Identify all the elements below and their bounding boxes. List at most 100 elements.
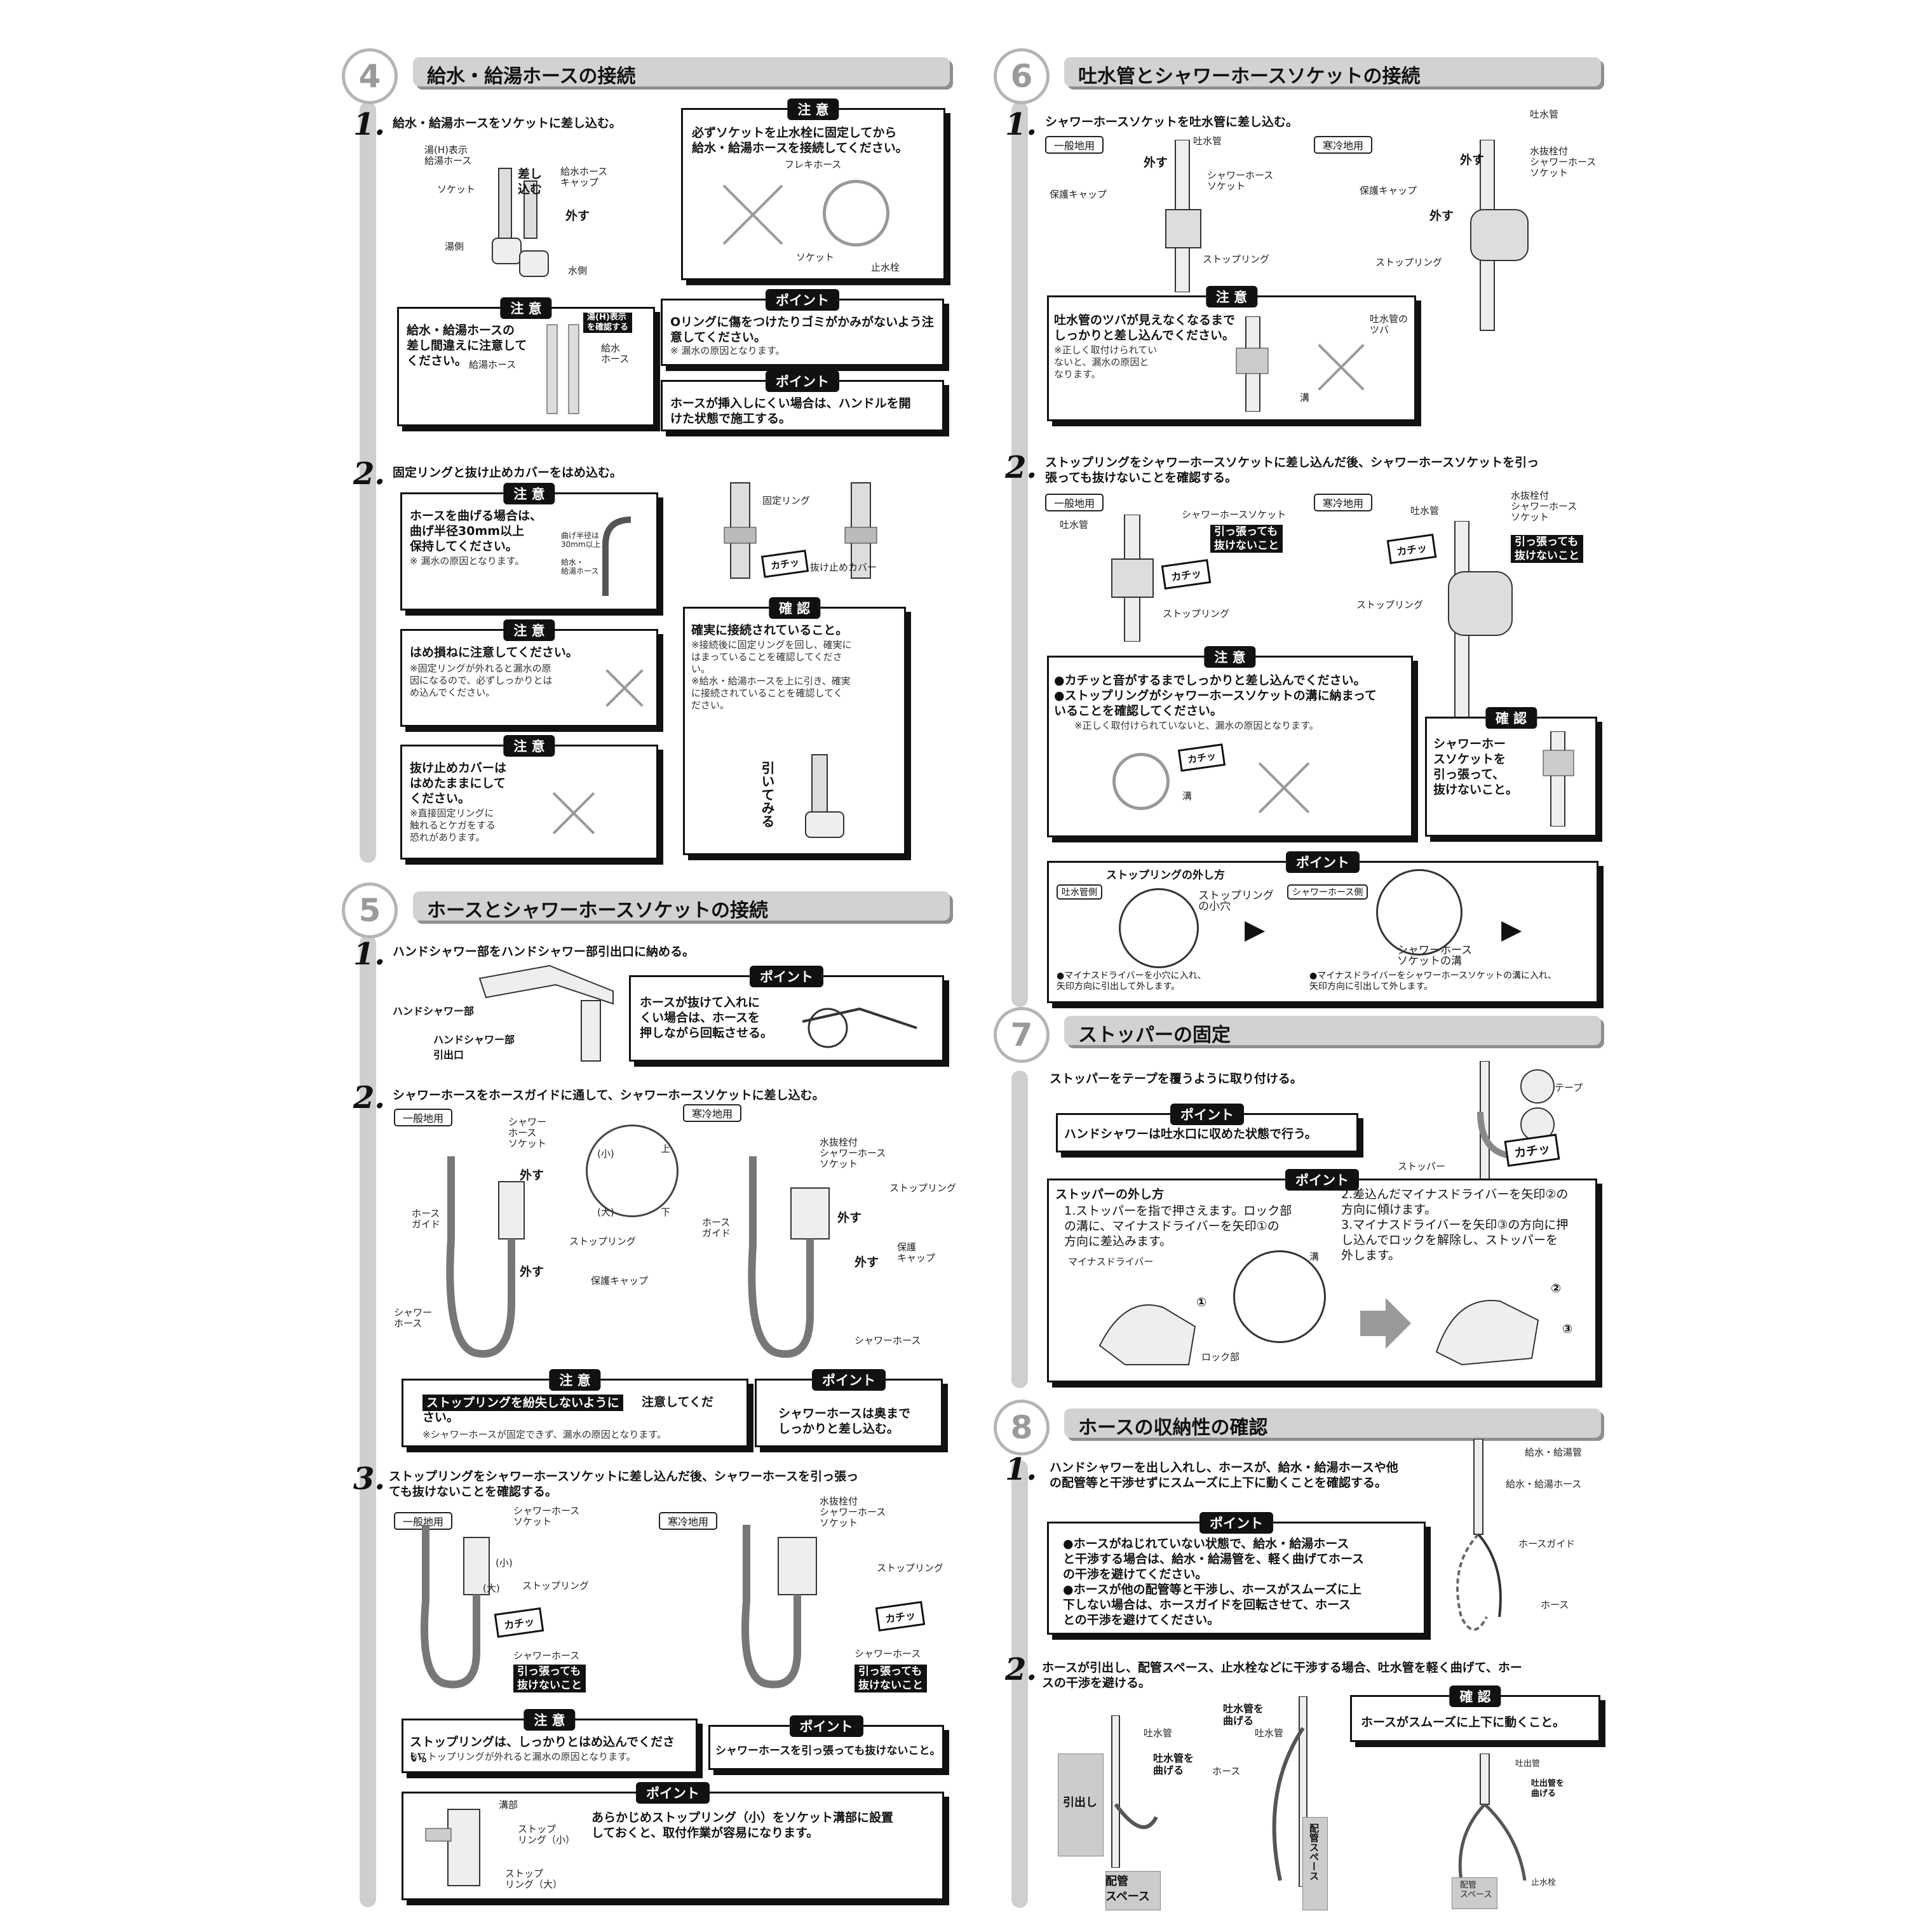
label-guide-8: ホースガイド	[1518, 1538, 1576, 1550]
point-text: あらかじめストップリング（小）をソケット溝部に設置 しておくと、取付作業が容易に…	[591, 1811, 894, 1840]
caution-note: ※正しく取付けられていないと、漏水の原因となります。	[1074, 720, 1319, 731]
confirm-badge: 確 認	[1449, 1685, 1501, 1707]
label-pipe: 給水・給湯管	[1525, 1447, 1583, 1458]
label-bend-8b: 吐水管を 曲げる	[1223, 1703, 1264, 1727]
wrong-mark	[721, 173, 785, 256]
point-badge: ポイント	[750, 966, 823, 987]
s4-caution-cover: 注 意 抜け止めカバーは はめたままにして ください。 ※直接固定リングに 触れ…	[400, 735, 658, 860]
label-ring-6c: ストップリング	[1163, 608, 1230, 619]
label-ring: ストップリング	[569, 1236, 637, 1247]
hose-socket-illustration	[489, 156, 565, 283]
s8-step2-number: 2.	[1005, 1652, 1037, 1687]
pull-note-6: 引っ張っても 抜けないこと	[1210, 525, 1283, 553]
confirm-text: 確実に接続されていること。	[691, 623, 848, 637]
label-ring-large: ストップ リング（大）	[505, 1868, 563, 1890]
s5-step2-text: シャワーホースをホースガイドに通して、シャワーホースソケットに差し込む。	[393, 1088, 825, 1102]
label-drain-socket-3: 水抜栓付 シャワーホース ソケット	[820, 1496, 886, 1529]
tag-cold-6b: 寒冷地用	[1314, 494, 1373, 511]
section-4-number: 4	[342, 48, 398, 104]
label-hot-side: 湯側	[445, 241, 464, 252]
label-pipe-space-2: 配管スペース	[1308, 1823, 1320, 1881]
confirm-text: シャワーホー スソケットを 引っ張って、 抜けないこと。	[1433, 737, 1518, 797]
shower-hose-cold-drawing	[748, 1156, 830, 1358]
section-7-number: 7	[994, 1007, 1050, 1063]
section-7-title: ストッパーの固定	[1078, 1024, 1231, 1046]
label-drawer: 引出し	[1063, 1796, 1097, 1809]
tag-general: 一般地用	[394, 1109, 453, 1126]
s8-step1-number: 1.	[1005, 1452, 1037, 1487]
caution-text: ストップリングは、しっかりとはめ込んでください。	[410, 1735, 675, 1764]
s4-caution-mixup: 注 意 給水・給湯ホースの 差し間違えに注意して ください。 湯(H)表示 を確…	[397, 297, 655, 426]
s5-point-pull: ポイント シャワーホースを引っ張っても抜けないこと。	[708, 1715, 944, 1770]
point-text: ハンドシャワーは吐水口に収めた状態で行う。	[1064, 1127, 1317, 1141]
groove-drawing	[425, 1809, 480, 1886]
hose-pair-drawing	[546, 324, 579, 414]
pull-note: 引っ張っても 抜けないこと	[513, 1665, 586, 1692]
point-text: ホースが抜けて入れに くい場合は、ホースを 押しながら回転させる。	[640, 996, 773, 1040]
section-4-header: 給水・給湯ホースの接続	[413, 57, 950, 88]
label-bend-8: 吐水管を 曲げる	[1153, 1752, 1194, 1776]
label-large: (大)	[597, 1206, 614, 1218]
correct-mark	[823, 180, 889, 247]
caution-note: ※正しく取付けられてい ないと、漏水の原因と なります。	[1054, 344, 1158, 380]
point-left-steps: 1.ストッパーを指で押さえます。ロック部 の溝に、マイナスドライバーを矢印①の …	[1064, 1204, 1292, 1248]
point-heading: ストップリングの外し方	[1106, 869, 1225, 882]
hand-shower-drawing	[478, 964, 614, 1062]
caution-note: ※固定リングが外れると漏水の原 因になるので、必ずしっかりとは め込んでください…	[410, 663, 553, 698]
arrow-right-icon: ▶	[1245, 914, 1266, 945]
caution-text: 必ずソケットを止水栓に固定してから 給水・給湯ホースを接続してください。	[692, 126, 908, 155]
s8-step2-text: ホースが引出し、配管スペース、止水栓などに干渉する場合、吐水管を軽く曲げて、ホー…	[1042, 1661, 1522, 1690]
tag-hose-side: シャワーホース側	[1287, 884, 1368, 900]
point-badge: ポイント	[812, 1369, 886, 1391]
label-spout-2: 吐水管	[1530, 109, 1559, 120]
label-valve: 止水栓	[871, 262, 900, 273]
point-note: ※ 漏水の原因となります。	[670, 345, 785, 356]
label-socket: ソケット	[437, 184, 476, 195]
label-driver: マイナスドライバー	[1068, 1256, 1154, 1267]
caution-note: ※ストップリングが外れると漏水の原因となります。	[410, 1751, 636, 1762]
label-remove: 外す	[520, 1168, 544, 1182]
s4-step1-text: 給水・給湯ホースをソケットに差し込む。	[393, 116, 622, 130]
ring-detail-circle	[586, 1125, 679, 1217]
label-remove-cap: 外す	[520, 1265, 544, 1279]
pull-note-6b: 引っ張っても 抜けないこと	[1511, 535, 1583, 563]
tag-spout-side: 吐水管側	[1057, 884, 1102, 900]
label-hand-shower: ハンドシャワー部	[393, 1005, 475, 1017]
label-remove: 外す	[565, 209, 590, 223]
label-pipe-space-3: 配管 スペース	[1460, 1881, 1492, 1900]
caution-text: ホースを曲げる場合は、 曲げ半径30mm以上 保持してください。	[410, 509, 543, 553]
section-7-sidebar	[1011, 1071, 1028, 1388]
section-6-title: 吐水管とシャワーホースソケットの接続	[1078, 65, 1421, 88]
pull-note-2: 引っ張っても 抜けないこと	[855, 1665, 927, 1692]
s7-point-remove-stopper: ポイント ストッパーの外し方 1.ストッパーを指で押さえます。ロック部 の溝に、…	[1047, 1169, 1597, 1382]
label-cap-2: 保護 キャップ	[897, 1241, 936, 1264]
ring-cold-drawing	[741, 1525, 817, 1689]
label-flex-hose: フレキホース	[785, 159, 842, 170]
label-guide-2: ホース ガイド	[702, 1217, 731, 1239]
s6-point-remove-ring: ポイント ストップリングの外し方 吐水管側 シャワーホース側 ストップリング の…	[1047, 851, 1598, 1003]
s5-point-preset: ポイント あらかじめストップリング（小）をソケット溝部に設置 しておくと、取付作…	[402, 1782, 944, 1900]
label-remove-6c: 外す	[1429, 209, 1454, 223]
caution-badge: 注 意	[524, 1709, 576, 1731]
section-6-sidebar	[1011, 102, 1028, 1007]
label-stopper: ストッパー	[1398, 1161, 1446, 1172]
stopper-detail-circle	[1233, 1250, 1326, 1343]
caution-badge: 注 意	[503, 735, 555, 757]
detail-circle-1	[1119, 888, 1199, 968]
label-spout-8b: 吐水管	[1255, 1727, 1284, 1739]
label-spout-6c: 吐水管	[1410, 505, 1440, 517]
s5-point-rotate: ポイント ホースが抜けて入れに くい場合は、ホースを 押しながら回転させる。	[629, 966, 944, 1062]
pull-socket-drawing	[1543, 731, 1574, 827]
caution-text: ●カチッと音がするまでしっかりと差し込んでください。 ●ストップリングがシャワー…	[1054, 673, 1377, 718]
point-text: シャワーホースを引っ張っても抜けないこと。	[715, 1745, 941, 1757]
caution-text: 給水・給湯ホースの 差し間違えに注意して ください。	[407, 323, 527, 368]
label-ring-2: ストップリング	[889, 1182, 957, 1194]
s6-step2-number: 2.	[1005, 450, 1037, 485]
point-badge: ポイント	[1286, 851, 1360, 873]
point-badge: ポイント	[1199, 1512, 1273, 1534]
label-spout-6b: 吐水管	[1060, 519, 1089, 530]
s8-step1-text: ハンドシャワーを出し入れし、ホースが、給水・給湯ホースや他 の配管等と干渉せずに…	[1050, 1461, 1398, 1490]
label-water-side: 水側	[568, 265, 588, 276]
section-6-header: 吐水管とシャワーホースソケットの接続	[1064, 57, 1601, 88]
label-pipe-space: 配管 スペース	[1105, 1875, 1150, 1903]
